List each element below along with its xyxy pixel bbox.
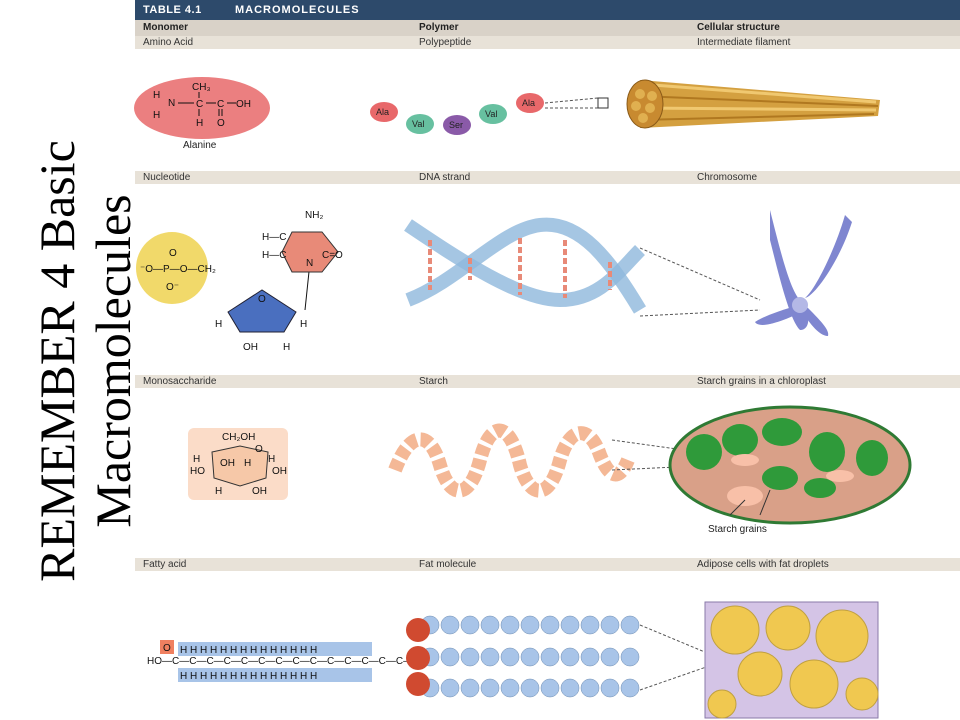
fat-molecule <box>406 615 722 698</box>
svg-text:HO: HO <box>190 466 205 477</box>
alanine-molecule: H N H C CH₃ H C OH O <box>134 77 270 139</box>
adipose-cells <box>704 601 879 719</box>
row-polymer: Polypeptide <box>419 37 472 48</box>
glucose-molecule: CH₂OH O H H HO OH OH H H OH <box>188 428 288 500</box>
svg-text:⁻O—P—O—CH₂: ⁻O—P—O—CH₂ <box>140 264 216 275</box>
chloroplast <box>668 405 912 525</box>
svg-text:CH₂OH: CH₂OH <box>222 432 255 443</box>
column-polymer: Polymer <box>419 22 459 33</box>
svg-text:O: O <box>163 643 171 654</box>
table-header-bar: TABLE 4.1 MACROMOLECULES <box>135 0 960 20</box>
row-monomer: Fatty acid <box>143 559 187 570</box>
svg-text:OH: OH <box>236 99 251 110</box>
row-label-band: Monosaccharide Starch Starch grains in a… <box>135 375 960 388</box>
fatty-acid-molecule: O HO—C—C—C—C—C—C—C—C—C—C—C—C—C—C—H H H H… <box>147 640 420 682</box>
svg-text:H: H <box>215 486 222 497</box>
svg-text:H H H H H H H H H H: H H H H H H H H H H H H H H <box>180 645 317 656</box>
row-monomer: Nucleotide <box>143 172 191 183</box>
svg-text:N: N <box>168 98 175 109</box>
column-structure: Cellular structure <box>697 22 780 33</box>
svg-text:O: O <box>217 118 225 129</box>
polypeptide-chain: Ala Val Ser Val Ala <box>370 93 609 135</box>
svg-text:C: C <box>217 99 224 110</box>
svg-text:H: H <box>283 342 290 353</box>
column-headers: Monomer Polymer Cellular structure <box>135 20 960 36</box>
amino-acid-label: Val <box>485 109 497 119</box>
starch-grains-label: Starch grains <box>708 524 767 535</box>
svg-text:H: H <box>244 458 251 469</box>
svg-text:H: H <box>300 319 307 330</box>
svg-text:OH: OH <box>243 342 258 353</box>
svg-text:H: H <box>193 454 200 465</box>
amino-acid-label: Ala <box>376 107 389 117</box>
svg-text:O⁻: O⁻ <box>166 282 179 293</box>
svg-text:OH: OH <box>220 458 235 469</box>
svg-text:C=O: C=O <box>322 250 343 261</box>
svg-text:H—C: H—C <box>262 232 286 243</box>
svg-text:C: C <box>196 99 203 110</box>
row-structure: Chromosome <box>697 172 758 183</box>
amino-acid-label: Val <box>412 119 424 129</box>
row-label-band: Nucleotide DNA strand Chromosome <box>135 171 960 184</box>
svg-text:O: O <box>258 294 266 305</box>
svg-text:O: O <box>255 444 263 455</box>
row-polymer: Starch <box>419 376 448 387</box>
row-label-band: Amino Acid Polypeptide Intermediate fila… <box>135 36 960 49</box>
svg-text:H: H <box>196 118 203 129</box>
svg-text:OH: OH <box>252 486 267 497</box>
row-structure: Intermediate filament <box>697 37 791 48</box>
nucleotide-molecule: ⁻O—P—O—CH₂ O O⁻ O H H OH H NH₂ H—C H—C C… <box>136 210 343 353</box>
svg-text:H: H <box>215 319 222 330</box>
intermediate-filament <box>626 79 880 129</box>
svg-text:H: H <box>153 110 160 121</box>
svg-text:NH₂: NH₂ <box>305 210 323 221</box>
row-structure: Adipose cells with fat droplets <box>697 559 829 570</box>
row-polymer: Fat molecule <box>419 559 477 570</box>
svg-text:H H H H H H H H H H: H H H H H H H H H H H H H H <box>180 671 317 682</box>
svg-text:H—C: H—C <box>262 250 286 261</box>
svg-text:O: O <box>169 248 177 259</box>
table-name: MACROMOLECULES <box>235 4 360 16</box>
amino-acid-label: Ser <box>449 120 463 130</box>
table-number: TABLE 4.1 <box>143 4 202 16</box>
row-polymer: DNA strand <box>419 172 471 183</box>
row-label-band: Fatty acid Fat molecule Adipose cells wi… <box>135 558 960 571</box>
svg-text:H: H <box>268 454 275 465</box>
row-structure: Starch grains in a chloroplast <box>697 376 826 387</box>
amino-acid-label: Ala <box>522 98 535 108</box>
svg-text:H: H <box>153 90 160 101</box>
column-monomer: Monomer <box>143 22 188 33</box>
svg-text:OH: OH <box>272 466 287 477</box>
row-monomer: Amino Acid <box>143 37 194 48</box>
row-monomer: Monosaccharide <box>143 376 217 387</box>
alanine-label: Alanine <box>183 140 217 151</box>
dna-strand <box>404 217 761 317</box>
svg-text:HO—C—C—C—C—C—C—C—C—C—C—C—C—C—C: HO—C—C—C—C—C—C—C—C—C—C—C—C—C—C—H <box>147 656 420 667</box>
svg-text:N: N <box>306 258 313 269</box>
slide-title: REMEMBER 4 Basic Macromolecules <box>29 140 141 582</box>
chromosome <box>755 210 852 336</box>
svg-text:CH₃: CH₃ <box>192 82 211 93</box>
